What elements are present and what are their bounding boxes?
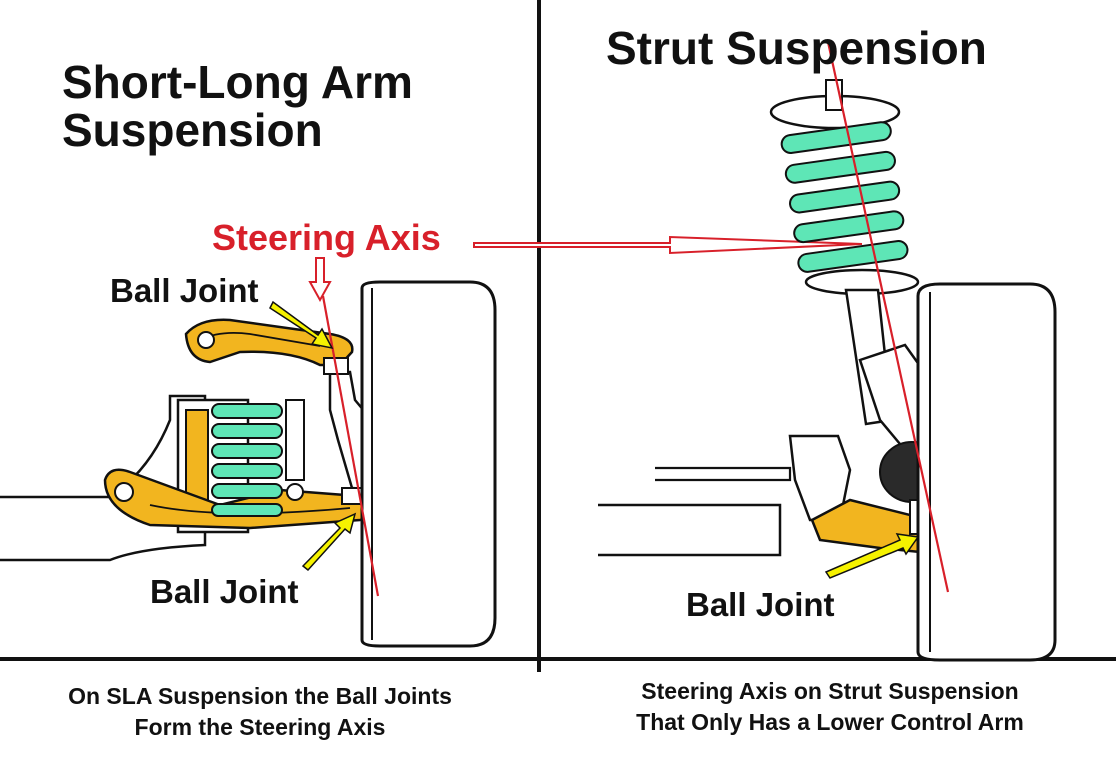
- strut-suspension-illustration: [598, 41, 1057, 662]
- left-frame-rail: [0, 394, 207, 562]
- left-tire: [360, 280, 497, 648]
- right-coil-spring: [780, 121, 909, 273]
- sla-title-line1: Short-Long Arm: [62, 56, 413, 108]
- sla-title-line2: Suspension: [62, 104, 323, 157]
- sla-suspension-illustration: [0, 257, 497, 648]
- sla-title: Short-Long Arm Suspension: [62, 58, 413, 155]
- strut-title: Strut Suspension: [606, 22, 987, 74]
- left-pointer-arrows: [269, 300, 357, 572]
- sla-caption: On SLA Suspension the Ball Joints Form t…: [0, 681, 520, 743]
- right-frame-rail: [598, 503, 782, 557]
- strut-caption-line2: That Only Has a Lower Control Arm: [636, 709, 1024, 736]
- left-upper-control-arm: [184, 318, 354, 367]
- sla-caption-line1: On SLA Suspension the Ball Joints: [68, 683, 452, 709]
- right-pointer-arrow: [824, 533, 920, 579]
- left-coil-spring: [211, 403, 283, 517]
- sla-caption-line2: Form the Steering Axis: [134, 714, 386, 741]
- strut-caption-line1: Steering Axis on Strut Suspension: [641, 678, 1019, 704]
- strut-ball-joint-label: Ball Joint: [686, 586, 835, 623]
- right-steering-axis-line: [826, 41, 950, 593]
- strut-caption: Steering Axis on Strut Suspension That O…: [560, 676, 1100, 738]
- steering-axis-pointer-arrow: [473, 235, 863, 255]
- lower-ball-joint-label: Ball Joint: [150, 573, 299, 610]
- right-tire: [916, 282, 1057, 662]
- left-steering-axis-line: [321, 295, 380, 597]
- steering-axis-label: Steering Axis: [212, 217, 441, 258]
- upper-ball-joint-label: Ball Joint: [110, 272, 259, 309]
- steering-axis-down-arrow: [308, 257, 332, 303]
